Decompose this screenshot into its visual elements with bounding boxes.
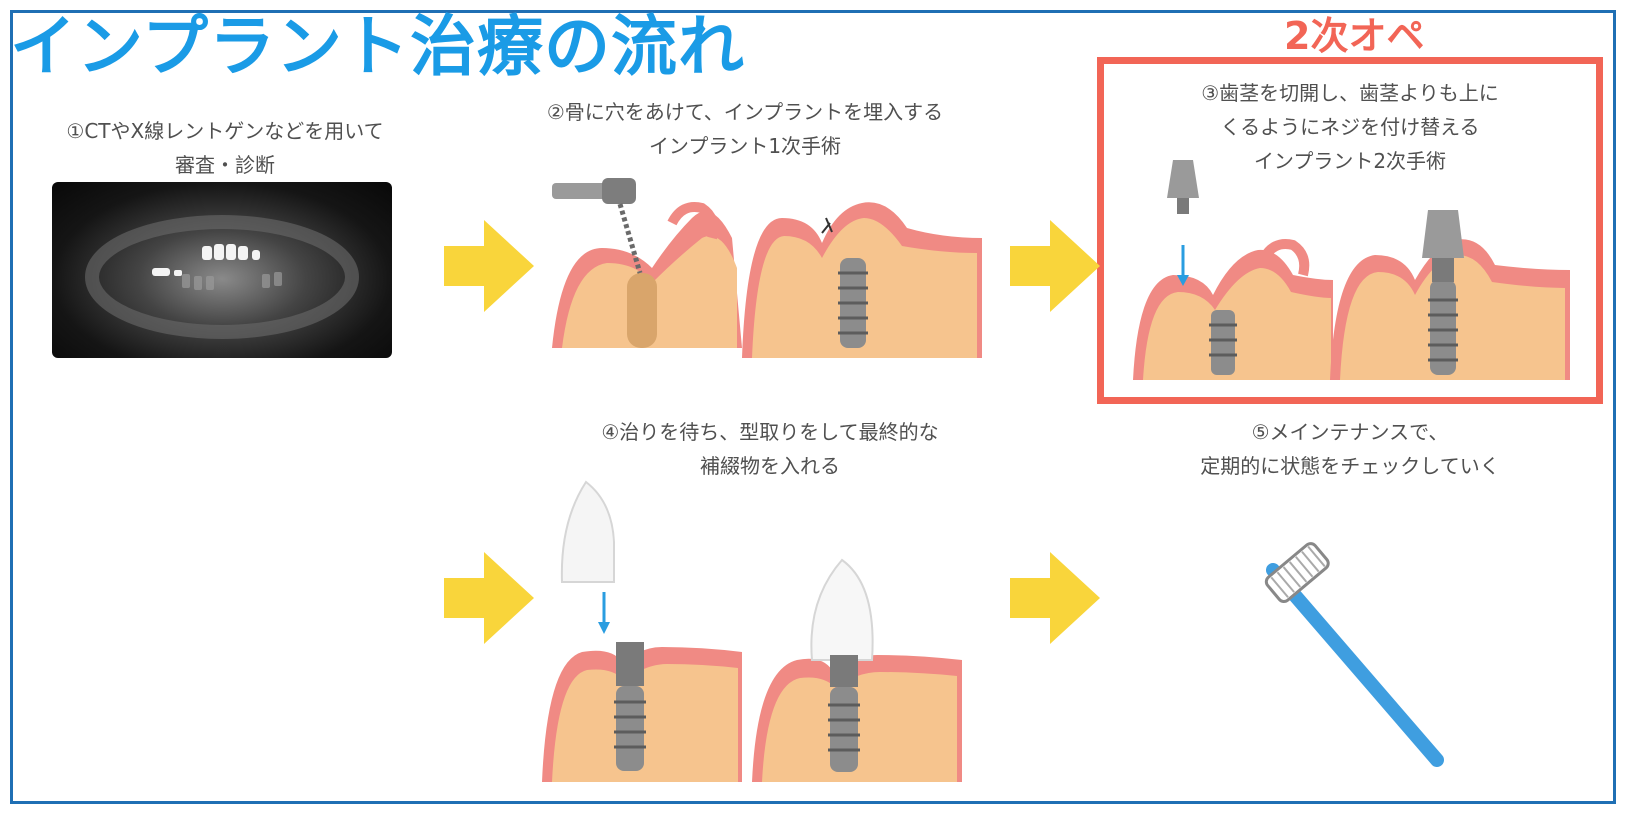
step-4-caption: ④治りを待ち、型取りをして最終的な 補綴物を入れる [560, 415, 980, 483]
page-title: インプラント治療の流れ [10, 8, 746, 85]
step-2-line-2: インプラント1次手術 [648, 134, 842, 158]
right-arrow-icon [444, 552, 534, 644]
crown-icon [542, 480, 742, 782]
second-op-label: 2次オペ [1284, 14, 1425, 58]
step-5-caption: ⑤メインテナンスで、 定期的に状態をチェックしていく [1150, 415, 1550, 483]
step-5-line-2: 定期的に状態をチェックしていく [1200, 454, 1500, 478]
step-2-line-1: ②骨に穴をあけて、インプラントを埋入する [546, 100, 944, 124]
step-1-line-1: ①CTやX線レントゲンなどを用いて [66, 119, 384, 143]
step-1-caption: ①CTやX線レントゲンなどを用いて 審査・診断 [30, 114, 420, 182]
step-3-line-2: くるようにネジを付け替える [1220, 115, 1480, 139]
second-op-highlight-box [1097, 57, 1603, 404]
abutment-icon [1133, 160, 1333, 380]
step-5-line-1: ⑤メインテナンスで、 [1251, 420, 1449, 444]
right-arrow-icon [444, 220, 534, 312]
step-2-caption: ②骨に穴をあけて、インプラントを埋入する インプラント1次手術 [515, 95, 975, 163]
implant-icon [1330, 210, 1570, 380]
step-3-line-1: ③歯茎を切開し、歯茎よりも上に [1201, 81, 1499, 105]
step-3-caption: ③歯茎を切開し、歯茎よりも上に くるようにネジを付け替える インプラント2次手術 [1130, 76, 1570, 178]
crown-icon [752, 558, 962, 782]
toothbrush-icon [1264, 542, 1444, 767]
step-3-line-3: インプラント2次手術 [1253, 149, 1447, 173]
step-1-line-2: 審査・診断 [175, 153, 275, 177]
step-4-line-2: 補綴物を入れる [700, 454, 840, 478]
xray-image [52, 182, 392, 358]
step-4-line-1: ④治りを待ち、型取りをして最終的な [601, 420, 939, 444]
diagram-frame [10, 10, 1616, 804]
drill-icon [552, 178, 742, 348]
implant-icon [742, 202, 982, 358]
right-arrow-icon [1010, 552, 1100, 644]
right-arrow-icon [1010, 220, 1100, 312]
